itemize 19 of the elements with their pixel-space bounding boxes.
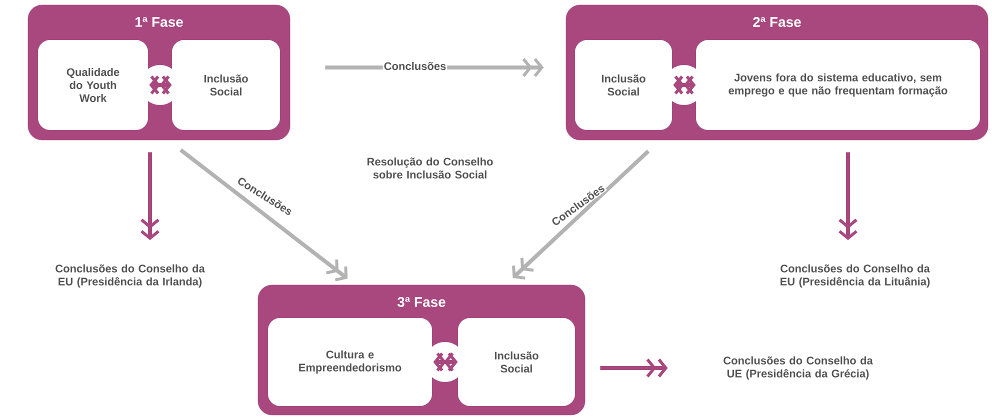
topic-box: Inclusão Social bbox=[458, 318, 575, 406]
arrow bbox=[600, 358, 668, 378]
arrow bbox=[512, 150, 650, 280]
conclusion-text: Conclusões do Conselho da EU (Presidência da Irlanda) bbox=[56, 264, 205, 288]
arrow bbox=[179, 148, 348, 282]
arrow bbox=[673, 76, 696, 94]
arrow bbox=[140, 152, 160, 240]
topic-box: Cultura e Empreendedorismo bbox=[268, 318, 432, 406]
topic-box: Inclusão Social bbox=[172, 40, 280, 130]
conclusion-text: Conclusões do Conselho da EU (Presidência da Lituânia) bbox=[780, 264, 930, 288]
arrow bbox=[149, 76, 172, 94]
edge-label: Conclusões bbox=[382, 60, 448, 72]
topic-box: Inclusão Social bbox=[575, 40, 672, 130]
conclusion-text: Conclusões do Conselho da UE (Presidência da Grécia) bbox=[724, 356, 873, 380]
arrow bbox=[838, 152, 858, 240]
arrow bbox=[433, 352, 458, 372]
topic-box: Jovens fora do sistema educativo, sem emprego e que não frequentam formação bbox=[696, 40, 980, 130]
note-text: Resolução do Conselho sobre Inclusão Social bbox=[368, 157, 493, 179]
topic-box: Qualidade do Youth Work bbox=[38, 40, 148, 130]
